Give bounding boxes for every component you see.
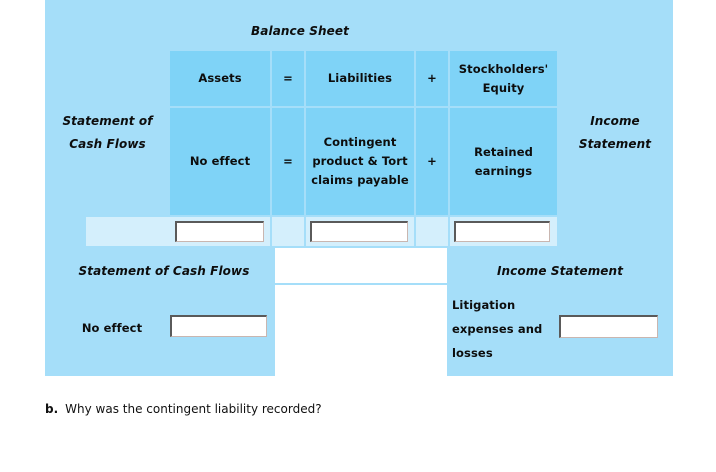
data-cell-assets: No effect bbox=[170, 108, 270, 215]
bottom-white-gap-upper bbox=[275, 248, 447, 283]
assets-amount-input[interactable] bbox=[175, 221, 264, 242]
bottom-scf-header: Statement of Cash Flows bbox=[78, 263, 250, 278]
cash-flow-amount-input[interactable] bbox=[170, 315, 267, 337]
litigation-expense-amount-input[interactable] bbox=[559, 315, 658, 338]
operator-equals-data: = bbox=[272, 108, 304, 215]
input-row-plus-cell bbox=[416, 217, 448, 246]
bottom-white-gap-lower bbox=[275, 285, 447, 376]
question-row: b. Why was the contingent liability recor… bbox=[45, 402, 685, 416]
column-header-stockholders-equity: Stockholders' Equity bbox=[450, 51, 557, 106]
bottom-scf-value: No effect bbox=[81, 320, 143, 335]
balance-sheet-title: Balance Sheet bbox=[251, 23, 349, 38]
column-header-assets: Assets bbox=[170, 51, 270, 106]
question-label: b. bbox=[45, 402, 59, 416]
operator-plus-data: + bbox=[416, 108, 448, 215]
retained-earnings-amount-input[interactable] bbox=[454, 221, 550, 242]
data-cell-liabilities: Contingent product & Tort claims payable bbox=[306, 108, 414, 215]
bottom-is-header: Income Statement bbox=[496, 263, 624, 278]
data-cell-retained-earnings: Retained earnings bbox=[450, 108, 557, 215]
income-statement-header: Income Statement bbox=[578, 113, 652, 151]
operator-plus-header: + bbox=[416, 51, 448, 106]
liabilities-amount-input[interactable] bbox=[310, 221, 408, 242]
input-row-equals-cell bbox=[272, 217, 304, 246]
bottom-is-label: Litigation expenses and losses bbox=[452, 298, 543, 360]
column-header-liabilities: Liabilities bbox=[306, 51, 414, 106]
operator-equals-header: = bbox=[272, 51, 304, 106]
input-row-spacer-cell bbox=[86, 217, 170, 246]
question-text: Why was the contingent liability recorde… bbox=[65, 402, 322, 416]
accounting-equation-panel: Balance Sheet Statement of Cash Flows In… bbox=[45, 0, 673, 376]
statement-of-cash-flows-header: Statement of Cash Flows bbox=[62, 113, 153, 151]
